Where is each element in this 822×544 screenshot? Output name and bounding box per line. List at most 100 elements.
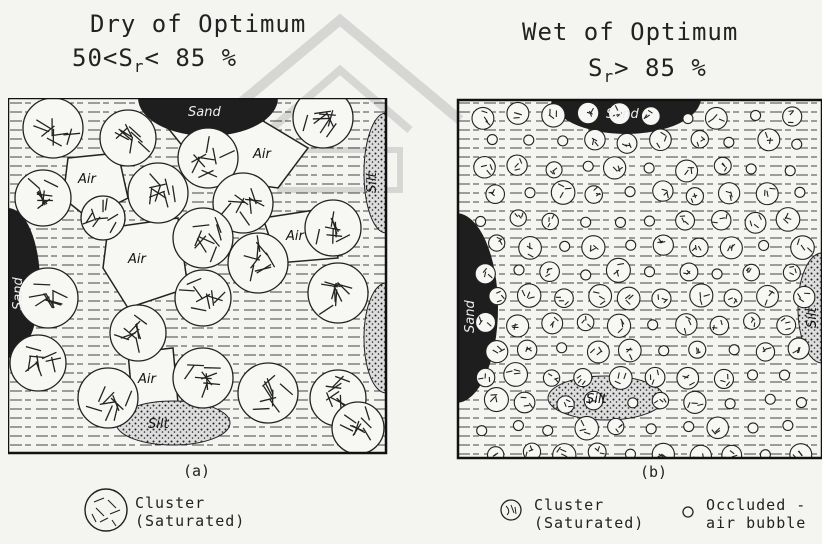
legend-cluster-icon-small [498,497,524,523]
cluster [608,418,624,434]
cluster [518,284,541,307]
cluster [691,131,708,148]
cluster [684,391,706,413]
cluster [652,392,668,408]
air-bubble [785,166,795,176]
cluster [676,160,698,182]
air-bubble [557,343,567,353]
air-label: Air [137,372,158,387]
cluster [645,367,665,387]
cluster [719,183,740,204]
cluster [540,262,560,282]
panel-a-diagram: Sand Sand Silt Silt Air Air Air Air Air [8,98,393,460]
air-bubble [525,188,535,198]
legend-cluster-a: Cluster(Saturated) [135,494,245,530]
cluster [722,445,742,462]
cluster [710,316,728,334]
sand-label: Sand [463,300,478,333]
air-bubble [684,422,694,432]
silt-label: Silt [148,417,169,432]
panel-a-title: Dry of Optimum [90,10,306,38]
cluster [489,235,505,251]
cluster [23,98,83,158]
cluster [676,211,695,230]
cluster [724,289,742,307]
cluster [650,129,672,151]
cluster [472,107,494,129]
air-bubble [581,270,591,280]
panel-b-condition: Sr> 85 % [588,54,707,82]
air-bubble [724,137,734,147]
silt-label: Silt [365,172,380,193]
cluster [714,369,733,388]
air-bubble [725,399,735,409]
air-bubble [487,135,497,145]
cluster [609,367,632,390]
sand-label: Sand [606,107,639,122]
cluster [677,367,699,389]
air-bubble [625,187,635,197]
air-bubble [729,345,739,355]
cluster [783,107,802,126]
air-bubble [514,265,524,275]
cluster [510,210,526,226]
air-bubble [748,423,758,433]
cluster [555,289,574,308]
air-bubble [748,370,758,380]
air-label: Air [252,147,273,162]
cluster [476,312,496,332]
air-bubble [792,139,802,149]
panel-a-condition: 50<Sr< 85 % [72,44,237,72]
legend-cluster-icon-large [82,486,130,534]
air-bubble [683,114,693,124]
air-bubble [796,398,806,408]
cluster [757,285,779,307]
cluster [504,363,528,387]
cluster [486,341,508,363]
panel-b-caption: (b) [640,463,667,481]
cluster [575,416,598,439]
cluster [618,339,641,362]
cluster [714,157,731,174]
cluster [514,392,535,413]
air-bubble [648,320,658,330]
air-bubble [628,398,638,408]
air-label: Air [285,229,306,244]
air-bubble [626,240,636,250]
cluster [745,212,766,233]
air-bubble [644,216,654,226]
air-bubble [524,135,534,145]
cluster [607,314,630,337]
cluster [712,211,731,230]
air-bubble [645,267,655,277]
air-bubble [513,421,523,431]
air-bubble [615,217,625,227]
cluster [756,343,774,361]
air-bubble [746,164,756,174]
air-bubble [765,394,775,404]
legend-air-bubble: Occluded -air bubble [706,496,806,532]
cluster [707,417,728,438]
sand-label: Sand [11,277,26,310]
cluster [474,157,495,178]
cluster [507,315,529,337]
air-bubble [476,216,486,226]
air-bubble [759,240,769,250]
air-bubble [795,187,805,197]
cluster [542,104,565,127]
cluster [690,445,711,462]
cluster [582,236,605,259]
air-bubble [646,424,656,434]
air-bubble [659,346,669,356]
air-label: Air [77,172,98,187]
cluster [617,133,637,153]
cluster [100,110,156,166]
air-bubble [783,420,793,430]
air-bubble [583,161,593,171]
air-bubble [779,370,789,380]
air-label: Air [127,252,148,267]
silt-label: Silt [586,392,607,407]
air-bubble [558,136,568,146]
cluster [542,213,558,229]
sand-label: Sand [188,105,221,120]
